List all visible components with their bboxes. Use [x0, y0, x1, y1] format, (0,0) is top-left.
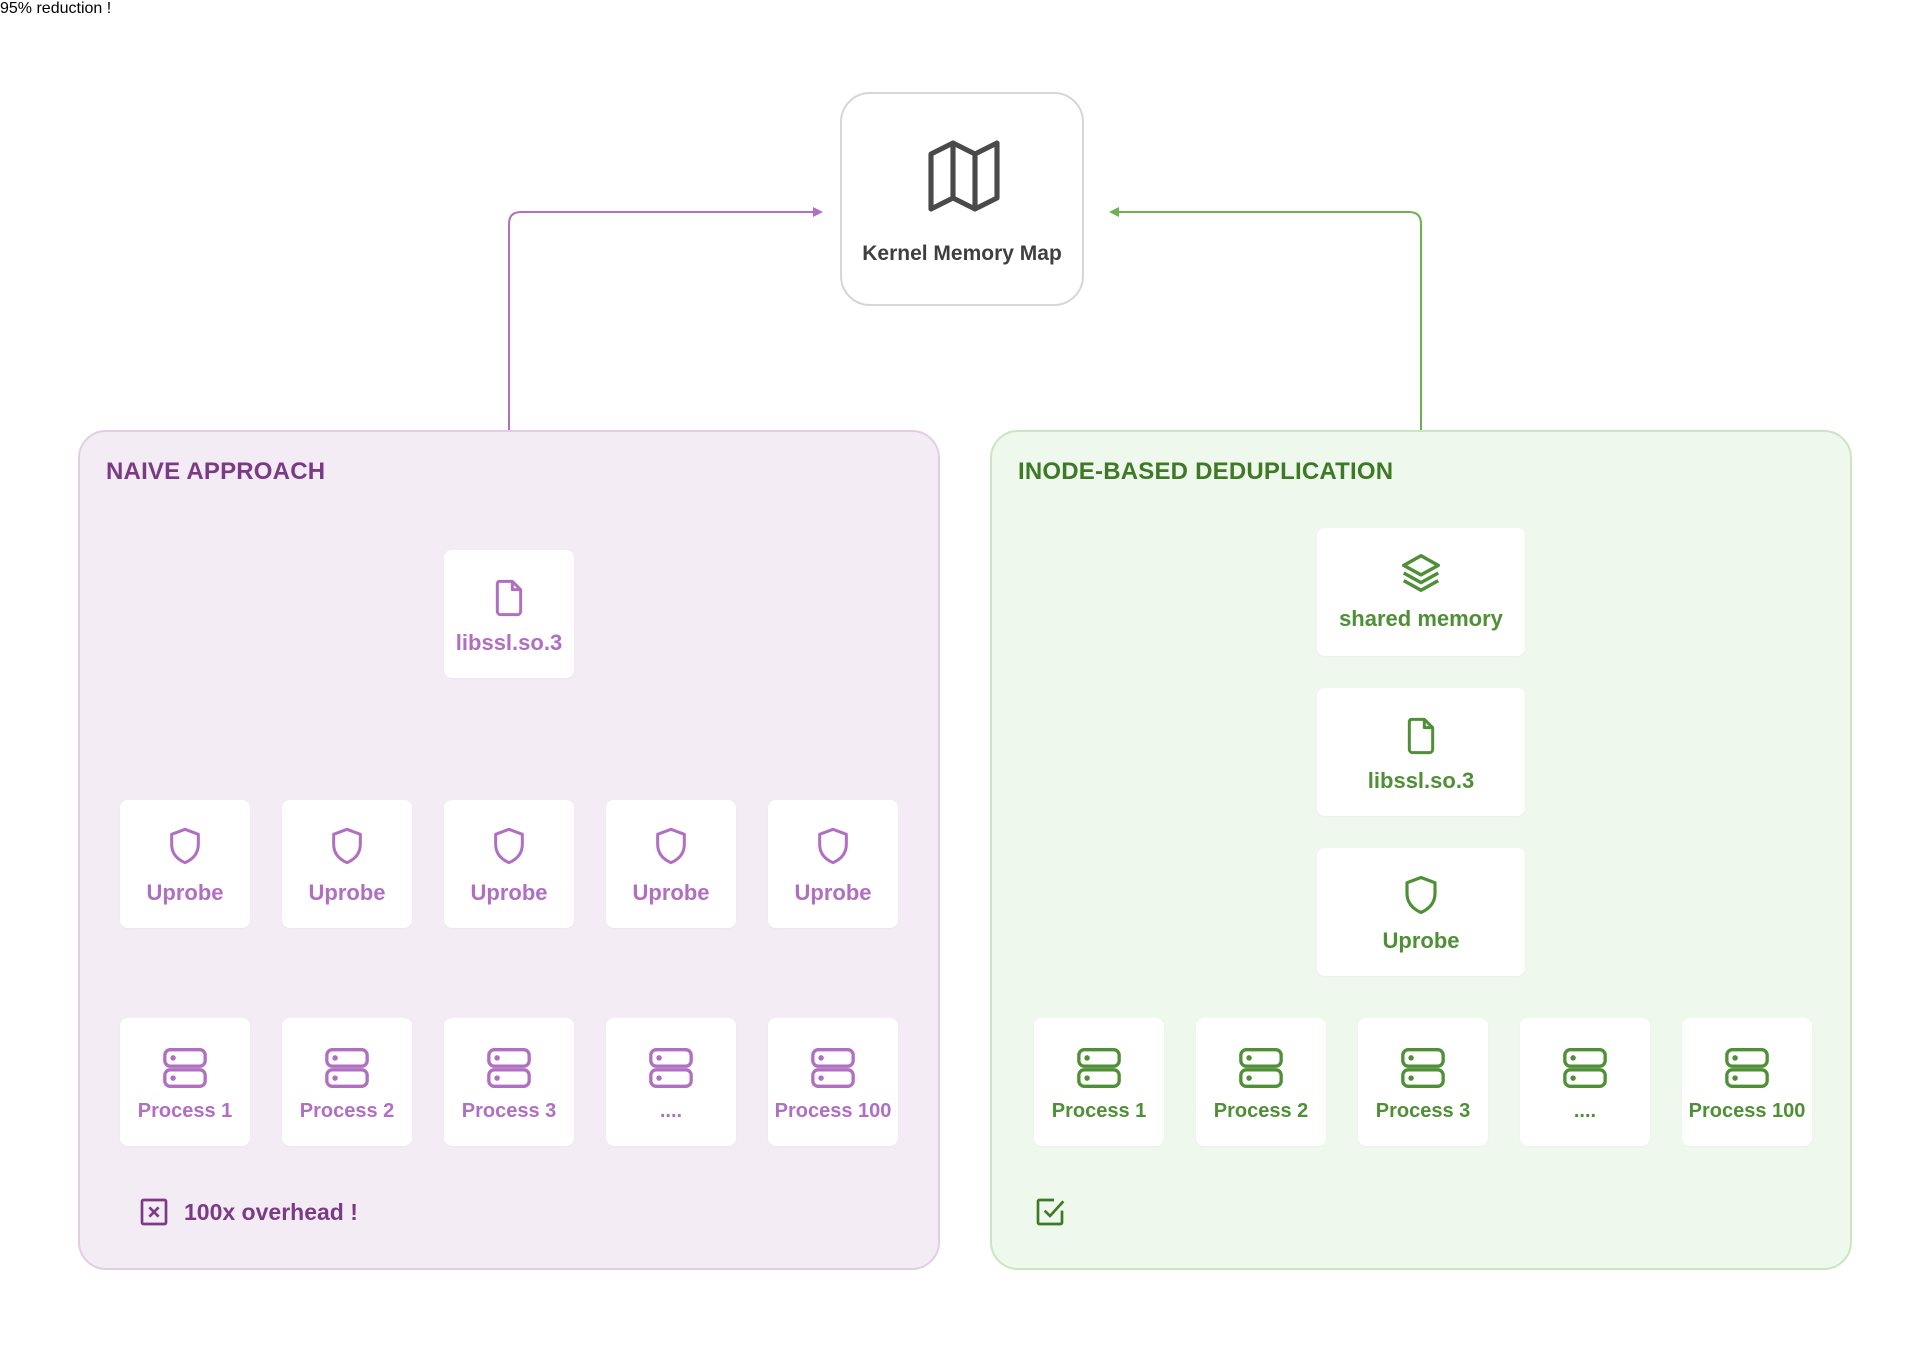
naive-process-label: Process 2	[299, 1100, 395, 1122]
naive-uprobe-label: Uprobe	[308, 880, 386, 905]
inode-process-node: Process 100	[1682, 1018, 1812, 1146]
naive-process-node: Process 1	[120, 1018, 250, 1146]
server-icon	[1725, 1048, 1769, 1088]
naive-libssl-node: libssl.so.3	[444, 550, 574, 678]
inode-libssl-node: libssl.so.3	[1317, 688, 1525, 816]
inode-process-label: Process 1	[1051, 1100, 1147, 1122]
naive-process-node: Process 2	[282, 1018, 412, 1146]
naive-process-label: ....	[659, 1100, 683, 1122]
inode-status-text: 95% reduction !	[0, 0, 112, 17]
shield-icon	[170, 827, 200, 865]
map-icon	[928, 140, 1000, 212]
shield-icon	[1405, 875, 1437, 915]
naive-status: 100x overhead !	[138, 1196, 358, 1228]
shield-icon	[494, 827, 524, 865]
naive-uprobe-node: Uprobe	[768, 800, 898, 928]
naive-uprobe-label: Uprobe	[632, 880, 710, 905]
inode-process-label: ....	[1573, 1100, 1597, 1122]
kernel-memory-map-node: Kernel Memory Map	[840, 92, 1084, 306]
inode-process-node: Process 1	[1034, 1018, 1164, 1146]
naive-uprobe-label: Uprobe	[470, 880, 548, 905]
inode-process-label: Process 100	[1688, 1100, 1806, 1122]
naive-uprobe-label: Uprobe	[794, 880, 872, 905]
shield-icon	[656, 827, 686, 865]
inode-uprobe-node: Uprobe	[1317, 848, 1525, 976]
layers-icon	[1402, 554, 1440, 592]
inode-libssl-label: libssl.so.3	[1367, 768, 1475, 793]
naive-process-node: ....	[606, 1018, 736, 1146]
server-icon	[649, 1048, 693, 1088]
check-box-icon	[1036, 1198, 1065, 1226]
naive-libssl-label: libssl.so.3	[455, 630, 563, 655]
naive-uprobe-node: Uprobe	[606, 800, 736, 928]
server-icon	[325, 1048, 369, 1088]
inode-status	[1034, 1196, 1080, 1228]
server-icon	[1239, 1048, 1283, 1088]
naive-process-node: Process 100	[768, 1018, 898, 1146]
inode-uprobe-label: Uprobe	[1382, 928, 1460, 953]
server-icon	[163, 1048, 207, 1088]
inode-process-node: Process 3	[1358, 1018, 1488, 1146]
naive-process-label: Process 1	[137, 1100, 233, 1122]
inode-process-node: ....	[1520, 1018, 1650, 1146]
naive-process-label: Process 3	[461, 1100, 557, 1122]
shared-memory-node: shared memory	[1317, 528, 1525, 656]
naive-status-text: 100x overhead !	[184, 1198, 358, 1225]
shield-icon	[818, 827, 848, 865]
kernel-memory-map-label: Kernel Memory Map	[862, 242, 1062, 265]
shared-memory-label: shared memory	[1339, 606, 1503, 631]
naive-uprobe-label: Uprobe	[146, 880, 224, 905]
server-icon	[811, 1048, 855, 1088]
server-icon	[1077, 1048, 1121, 1088]
x-box-icon	[140, 1198, 168, 1226]
inode-process-label: Process 2	[1213, 1100, 1309, 1122]
inode-process-node: Process 2	[1196, 1018, 1326, 1146]
server-icon	[1563, 1048, 1607, 1088]
inode-dedup-title: INODE-BASED DEDUPLICATION	[1018, 458, 1394, 485]
naive-uprobe-node: Uprobe	[120, 800, 250, 928]
naive-uprobe-node: Uprobe	[282, 800, 412, 928]
server-icon	[1401, 1048, 1445, 1088]
file-icon	[1407, 717, 1435, 755]
naive-process-node: Process 3	[444, 1018, 574, 1146]
naive-process-label: Process 100	[774, 1100, 892, 1122]
naive-uprobe-node: Uprobe	[444, 800, 574, 928]
naive-approach-title: NAIVE APPROACH	[106, 458, 326, 485]
file-icon	[495, 579, 523, 617]
shield-icon	[332, 827, 362, 865]
inode-process-label: Process 3	[1375, 1100, 1471, 1122]
inode-to-kernel-line	[1109, 207, 1422, 528]
naive-to-kernel-line	[508, 207, 823, 550]
server-icon	[487, 1048, 531, 1088]
